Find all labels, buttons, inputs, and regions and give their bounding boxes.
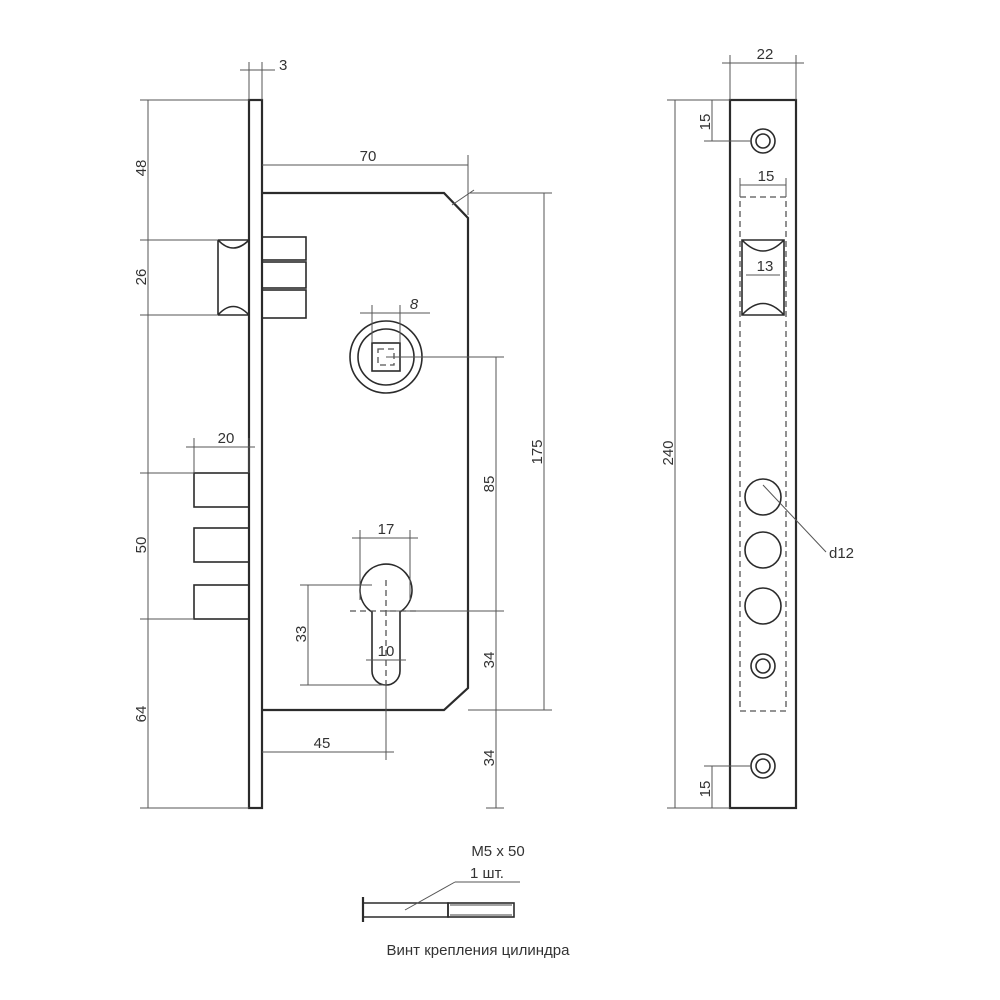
dim-spindle-to-cylinder: 85	[481, 476, 498, 493]
dim-plate-latch-width: 13	[757, 258, 774, 275]
screw-hole-mid-inner	[755, 658, 771, 674]
dim-plate-bottom-hole: 15	[697, 781, 714, 798]
dim-bottom-to-end: 64	[133, 706, 150, 723]
dim-body-width: 70	[360, 148, 377, 165]
dim-bolt-span: 50	[133, 537, 150, 554]
faceplate	[247, 98, 264, 810]
screw-thread	[447, 902, 515, 918]
dim-latch-height: 26	[133, 269, 150, 286]
screw-hole-top-inner	[755, 133, 771, 149]
dim-plate-length: 240	[660, 440, 677, 465]
dim-lower-offset: 34	[481, 750, 498, 767]
bolt-hole-2	[744, 531, 782, 569]
dim-plate-top-hole: 15	[697, 114, 714, 131]
dim-cylinder-width: 17	[378, 521, 395, 538]
dim-top-to-latch: 48	[133, 160, 150, 177]
dim-bolt-hole-diameter: d12	[829, 545, 854, 562]
plate-cutout-hidden	[739, 196, 787, 712]
latch-bolt	[217, 239, 250, 316]
screw-quantity: 1 шт.	[470, 865, 504, 882]
dim-cylinder-slot: 10	[378, 643, 395, 660]
screw-hole-bottom-inner	[755, 758, 771, 774]
screw-caption: Винт крепления цилиндра	[387, 942, 571, 959]
lock-body-view: 3 48 26 50 64 70 8 20 175	[133, 57, 552, 810]
screw-hole-top-outer	[750, 128, 776, 154]
latch-block-3	[261, 289, 307, 319]
screw-hole-bottom-outer	[750, 753, 776, 779]
bolt-hole-3	[744, 587, 782, 625]
deadbolt-1	[193, 472, 250, 508]
screw-spec: M5 x 50	[471, 843, 524, 860]
dim-backset: 45	[314, 735, 331, 752]
dim-spindle: 8	[410, 296, 419, 313]
dim-bolt-projection: 20	[218, 430, 235, 447]
faceplate-view: 22 15 15 13 240 d12 15	[660, 46, 854, 810]
dim-cylinder-to-bottom: 34	[481, 652, 498, 669]
bolt-hole-1	[744, 478, 782, 516]
deadbolt-2	[193, 527, 250, 563]
cylinder-screw: M5 x 50 1 шт. Винт крепления цилиндра	[361, 843, 571, 959]
latch-window	[741, 239, 785, 316]
dim-body-height: 175	[529, 439, 546, 464]
strike-plate	[728, 98, 798, 810]
latch-block-2	[261, 261, 307, 289]
screw-hole-mid-outer	[750, 653, 776, 679]
dim-cylinder-height: 33	[293, 626, 310, 643]
latch-block-1	[261, 236, 307, 261]
dim-plate-width: 22	[757, 46, 774, 63]
deadbolt-3	[193, 584, 250, 620]
lock-case	[262, 191, 470, 712]
dim-plate-cutout-width: 15	[758, 168, 775, 185]
dim-faceplate-thickness: 3	[279, 57, 287, 74]
